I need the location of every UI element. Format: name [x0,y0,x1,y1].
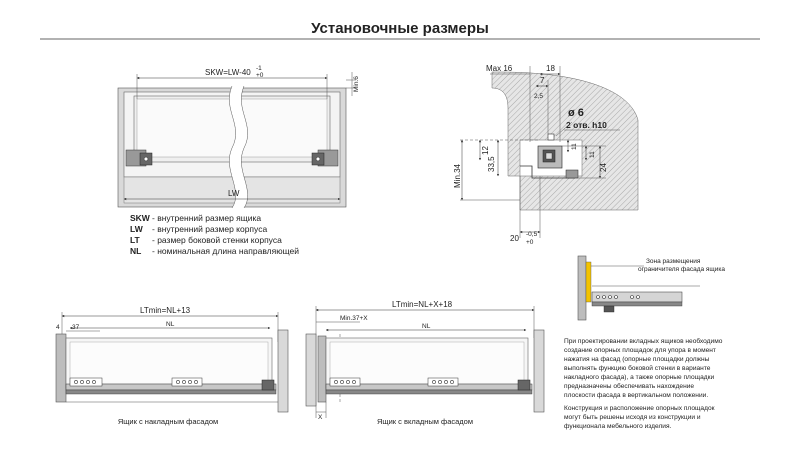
mount-hole [547,133,555,141]
legend: SKW - внутренний размер ящика LW - внутр… [130,213,299,256]
max16-label: Max 16 [486,64,513,73]
inset-cabinet-side [305,333,317,407]
stop-zone-label-line2: ограничителя фасада ящика [638,266,725,273]
overlay-d4-label: 4 [56,324,60,331]
inset-runner [325,377,533,395]
legend-key-lw: LW [130,224,144,234]
inset-min37x-label: Min.37+X [340,315,368,322]
min34-label: Min.34 [453,163,462,188]
runner-profile [520,145,579,179]
d335-label: 33,5 [487,156,496,172]
legend-text-lt: - размер боковой стенки корпуса [152,235,282,245]
note-p1-line3: нажатия на фасад (опорные площадки должн… [564,356,710,363]
skw-tol-lower: +0 [256,72,264,79]
note-p2-line1: Конструкция и расположение опорных площа… [564,405,715,412]
inset-caption: Ящик с вкладным фасадом [377,417,473,426]
min6-label: Min.6 [353,76,360,92]
overlay-front-view: LTmin=NL+13 4 37 NL [55,306,289,426]
front-view: SKW=LW-40 -1 +0 Min.6 LW [117,65,360,209]
inset-front-view: LTmin=NL+X+18 Min.37+X NL [305,300,545,426]
d20-tol-upper: -0,5 [526,231,538,238]
legend-key-nl: NL [130,246,141,256]
overlay-runner [65,377,277,395]
page-title: Установочные размеры [311,20,489,37]
skw-tol-upper: -1 [256,65,262,72]
overlay-facade [55,333,67,403]
stop-zone-detail: Зона размещения ограничителя фасада ящик… [577,255,725,321]
note-p1-line1: При проектировании вкладных ящиков необх… [564,337,723,345]
overlay-back-wall [277,329,289,413]
break-line-right [241,85,248,209]
overlay-nl-label: NL [166,321,175,328]
inset-facade [317,335,327,403]
note-p1-line2: создание опорных площадок для упора в мо… [564,347,716,354]
inset-x-label: X [318,414,323,421]
runner-left [125,149,153,167]
d18-label: 18 [546,64,555,73]
hole-diam-label: ø 6 [568,107,584,119]
note-p1-line5: накладного фасада), а также опорные площ… [564,374,714,381]
section-view: Max 16 18 7 2,5 ø 6 2 отв. h10 12 33,5 M… [453,64,639,246]
d20-label: 20 [510,234,519,243]
stop-zone-yellow [585,261,592,303]
overlay-caption: Ящик с накладным фасадом [118,417,218,426]
legend-text-skw: - внутренний размер ящика [152,213,261,223]
inset-lt-label: LTmin=NL+X+18 [392,300,453,309]
overlay-d37-label: 37 [72,324,80,331]
hole-note-label: 2 отв. h10 [566,120,607,130]
lw-label: LW [228,189,240,198]
d11a-label: 11 [571,143,578,150]
stop-facade [577,255,587,321]
note-p1-line6: предназначены обеспечивать нахождение [564,382,694,390]
break-line-left [229,85,236,209]
note-p2-line2: могут быть решены исходя из конструкции … [564,413,701,421]
legend-text-nl: - номинальная длина направляющей [152,246,299,256]
d12-label: 12 [481,146,490,155]
d7-label: 7 [540,76,545,85]
inset-back-wall [533,329,545,413]
legend-text-lw: - внутренний размер корпуса [152,224,267,234]
legend-key-skw: SKW [130,213,151,223]
skw-label: SKW=LW-40 [205,68,251,77]
runner-right [311,149,339,167]
note-p1-line4: выполнять функцию боковой стенки в вариа… [564,364,711,372]
stop-zone-label-line1: Зона размещения [646,258,701,265]
inset-nl-label: NL [422,323,431,330]
d20-tol-lower: +0 [526,239,534,246]
note-p1-line7: плоскости фасада в вертикальном положени… [564,392,708,399]
notes: При проектировании вкладных ящиков необх… [564,337,723,430]
overlay-lt-label: LTmin=NL+13 [140,306,191,315]
d24-label: 24 [599,163,608,172]
d25-label: 2,5 [534,93,543,100]
d11b-label: 11 [589,151,596,158]
break-gap [229,86,248,208]
note-p2-line3: функционала мебельного изделия. [564,422,672,430]
legend-key-lt: LT [130,235,141,245]
